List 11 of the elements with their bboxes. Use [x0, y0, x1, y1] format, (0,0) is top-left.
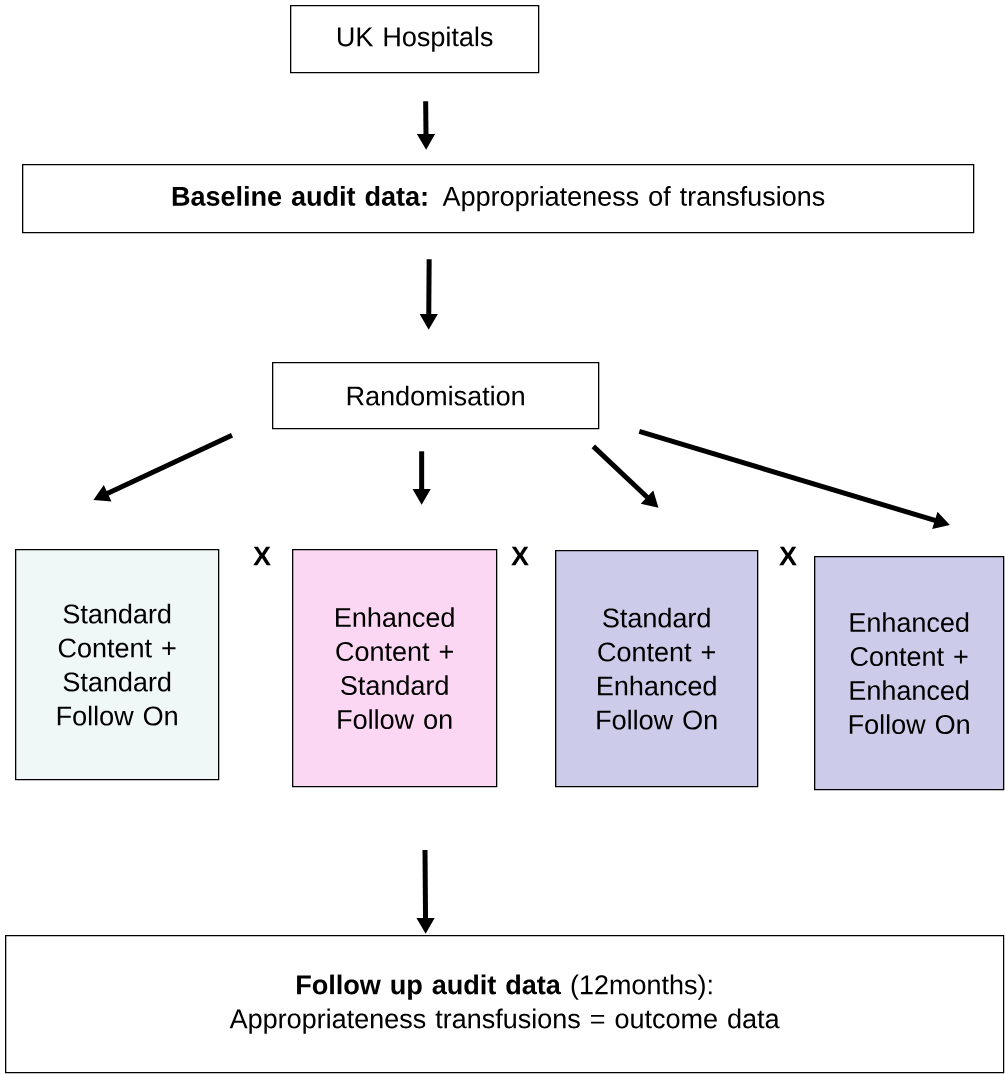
process-box: Standard Content + Enhanced Follow On	[555, 550, 759, 788]
process-box: UK Hospitals	[290, 5, 540, 74]
separator-label: X	[779, 546, 797, 566]
process-box: Follow up audit data (12months): Appropriateness transfusions = outcome data	[5, 935, 1005, 1074]
process-box: Standard Content + Standard Follow On	[15, 549, 220, 781]
process-box: Baseline audit data: Appropriateness of transfusions	[22, 164, 975, 234]
process-box: Randomisation	[272, 362, 600, 430]
process-box: Enhanced Content + Standard Follow on	[292, 549, 498, 788]
process-box: Enhanced Content + Enhanced Follow On	[814, 556, 1005, 791]
separator-label: X	[253, 546, 271, 566]
separator-label: X	[511, 546, 529, 566]
